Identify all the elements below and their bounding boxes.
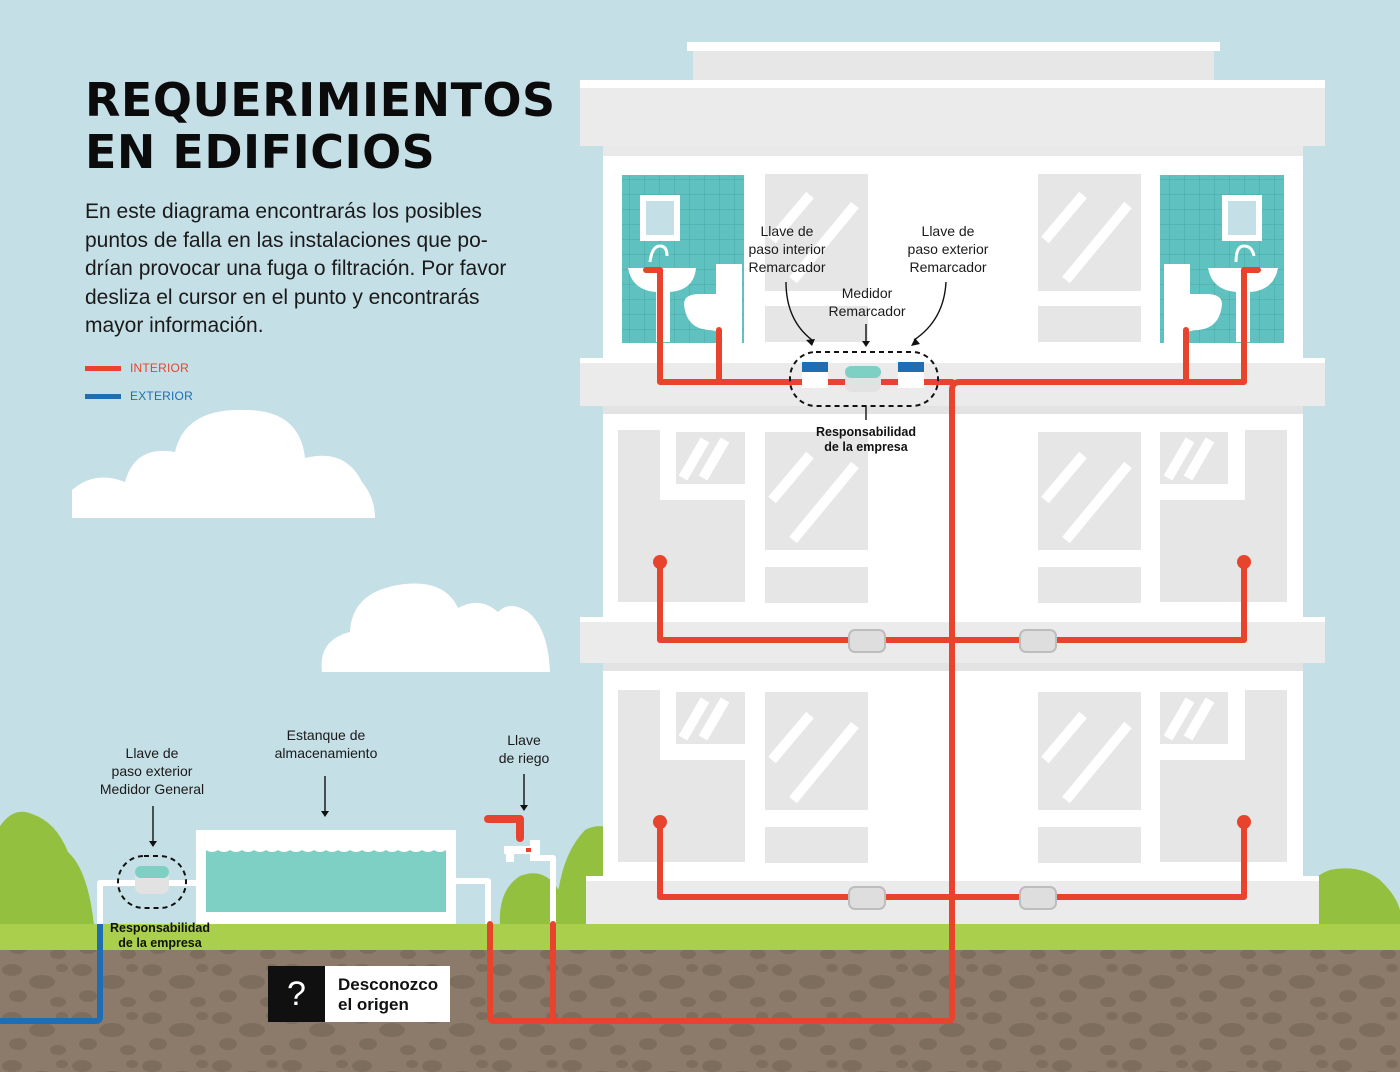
faucet-icon[interactable] [504,840,540,862]
page-title: REQUERIMIENTOS EN EDIFICIOS [85,74,556,178]
unknown-origin-label: Desconozco el origen [338,975,439,1014]
legend-swatch-exterior [85,393,121,399]
remarcador-group[interactable] [789,351,939,407]
title-line-2: EN EDIFICIOS [85,125,436,179]
bathroom-left [628,195,742,343]
legend-label-interior: INTERIOR [130,361,189,375]
legend-swatch-interior [85,365,121,371]
legend-exterior: EXTERIOR [85,386,193,406]
label-llave-exterior-remarcador[interactable]: Llave de paso exterior Remarcador [907,223,989,275]
grass [0,924,1400,950]
pointer-arrows [149,281,947,847]
legend-interior: INTERIOR [85,358,189,378]
cloud-icon [321,583,550,672]
interior-pipe [484,267,1261,1024]
bush-right [1296,868,1400,925]
exterior-pipe [0,924,103,1024]
label-llave-riego[interactable]: Llave de riego [498,732,550,766]
label-llave-exterior-general[interactable]: Llave de paso exterior Medidor General [99,745,205,797]
label-medidor-remarcador[interactable]: Medidor Remarcador [828,285,906,319]
floor-3-windows [618,690,1287,863]
cloud-icon [72,409,375,518]
label-responsabilidad-edificio: Responsabilidad de la empresa [815,425,917,454]
unknown-origin-button[interactable]: ? Desconozco el origen [268,966,450,1022]
general-meter[interactable] [117,855,187,909]
label-responsabilidad-calle: Responsabilidad de la empresa [109,921,211,950]
bathroom-right [1164,195,1278,343]
intro-paragraph: En este diagrama encontrarás los posible… [85,200,507,337]
floor-2-windows [618,430,1287,603]
storage-tank[interactable] [196,830,456,924]
legend-label-exterior: EXTERIOR [130,389,193,403]
question-icon: ? [268,966,325,1022]
label-estanque[interactable]: Estanque de almacenamiento [274,727,378,761]
title-line-1: REQUERIMIENTOS [85,73,556,127]
outlet-dots [653,555,1251,829]
bush-left [0,811,94,925]
label-llave-interior-remarcador[interactable]: Llave de paso interior Remarcador [748,223,826,275]
soil [0,950,1400,1072]
floor-meters [848,629,1057,910]
